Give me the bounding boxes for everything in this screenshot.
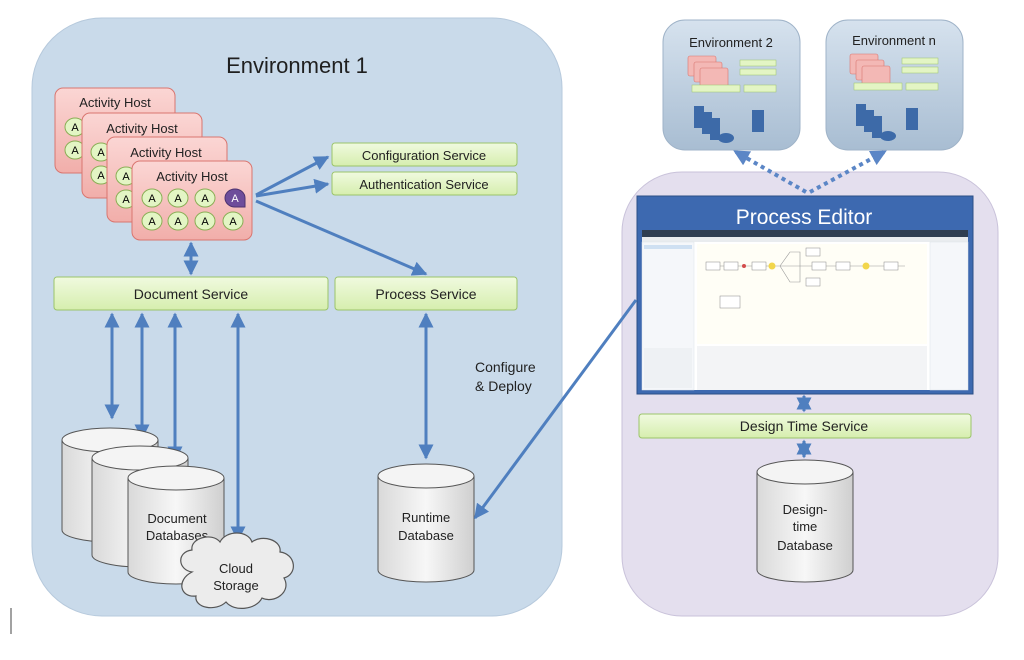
- document-databases: Document Databases: [61, 427, 225, 585]
- svg-text:A: A: [122, 194, 130, 206]
- svg-text:Authentication Service: Authentication Service: [359, 177, 488, 192]
- svg-text:Activity Host: Activity Host: [156, 169, 228, 184]
- editor-connectors: [473, 299, 812, 520]
- process-editor-window: Process Editor: [636, 195, 974, 395]
- document-service-box: Document Service: [53, 276, 329, 311]
- svg-text:Cloud: Cloud: [219, 561, 253, 576]
- svg-text:A: A: [148, 216, 156, 228]
- svg-text:Document Service: Document Service: [134, 286, 249, 302]
- svg-text:Activity Host: Activity Host: [130, 145, 202, 160]
- svg-text:Activity Host: Activity Host: [79, 95, 151, 110]
- svg-text:A: A: [231, 193, 239, 205]
- svg-text:A: A: [174, 216, 182, 228]
- process-service-box: Process Service: [334, 276, 518, 311]
- deploy-to-environments-arrows: [733, 150, 887, 194]
- svg-text:Environment n: Environment n: [852, 33, 936, 48]
- environment-1-title: Environment 1: [226, 53, 368, 78]
- configure-deploy-label-line1: Configure: [475, 359, 536, 375]
- svg-text:Configuration Service: Configuration Service: [362, 148, 486, 163]
- activity-host-stack: Activity Host A A Activity Host A A Acti…: [54, 87, 253, 241]
- environment-2-thumbnail: Environment 2: [662, 19, 801, 151]
- svg-text:Activity Host: Activity Host: [106, 121, 178, 136]
- svg-text:A: A: [97, 147, 105, 159]
- svg-text:A: A: [122, 171, 130, 183]
- svg-text:time: time: [793, 519, 818, 534]
- runtime-database: Runtime Database: [377, 463, 475, 583]
- svg-text:Database: Database: [398, 528, 454, 543]
- svg-text:Storage: Storage: [213, 578, 259, 593]
- svg-text:Runtime: Runtime: [402, 510, 450, 525]
- svg-text:Process Service: Process Service: [375, 286, 476, 302]
- process-editor-title: Process Editor: [736, 206, 873, 229]
- cloud-storage: Cloud Storage: [180, 532, 294, 609]
- design-time-service-box: Design Time Service: [638, 413, 972, 439]
- svg-text:A: A: [97, 170, 105, 182]
- design-time-database: Design- time Database: [756, 459, 854, 583]
- configure-deploy-label-line2: & Deploy: [475, 378, 532, 394]
- svg-text:Environment 2: Environment 2: [689, 35, 773, 50]
- svg-text:Document: Document: [147, 511, 207, 526]
- authentication-service-box: Authentication Service: [331, 171, 518, 196]
- svg-text:A: A: [148, 193, 156, 205]
- svg-text:Design-: Design-: [783, 502, 828, 517]
- svg-text:A: A: [71, 145, 79, 157]
- svg-text:A: A: [229, 216, 237, 228]
- svg-text:Design Time Service: Design Time Service: [740, 418, 869, 434]
- svg-text:A: A: [71, 122, 79, 134]
- svg-text:Database: Database: [777, 538, 833, 553]
- env1-connectors: [104, 155, 434, 542]
- configuration-service-box: Configuration Service: [331, 142, 518, 167]
- svg-text:Databases: Databases: [146, 528, 209, 543]
- svg-text:A: A: [201, 193, 209, 205]
- svg-text:A: A: [201, 216, 209, 228]
- svg-text:A: A: [174, 193, 182, 205]
- environment-n-thumbnail: Environment n: [825, 19, 964, 151]
- activity-host-front: Activity Host A A A A A A A A: [131, 160, 253, 241]
